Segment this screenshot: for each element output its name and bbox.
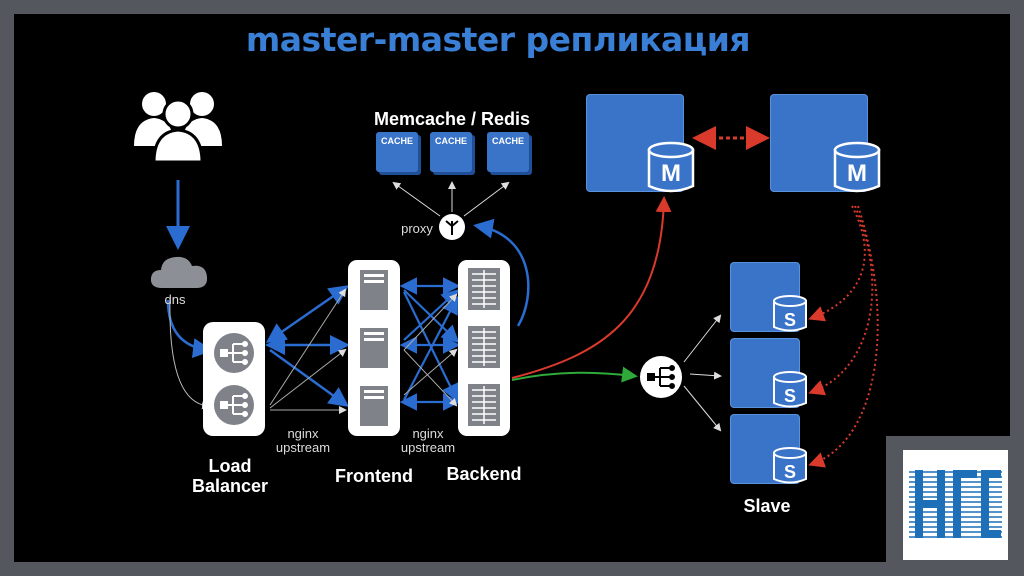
backend-to-slave-lb-arrow <box>511 366 638 383</box>
nginx-left-label-2: upstream <box>275 440 331 455</box>
load-balancer-icon <box>640 356 682 398</box>
proxy-icon <box>439 214 465 240</box>
load-balancer-label-2: Balancer <box>191 476 269 496</box>
frontend-label: Frontend <box>335 466 413 486</box>
database-icon <box>647 141 695 193</box>
cache-label-1: CACHE <box>380 136 413 146</box>
cache-box-1: CACHE <box>376 132 418 172</box>
server-icon <box>468 268 500 426</box>
users-icon <box>134 92 222 164</box>
master-2-badge: M <box>847 160 867 187</box>
backend-rack <box>458 260 510 436</box>
cloud-icon <box>150 256 208 288</box>
slave-1-badge: S <box>783 310 796 330</box>
database-icon <box>773 447 807 484</box>
backend-to-master-arrow <box>511 196 672 379</box>
ngs-logo-icon <box>909 470 1002 538</box>
cache-box-2: CACHE <box>430 132 472 172</box>
backend-label: Backend <box>446 464 522 484</box>
server-icon <box>360 270 388 426</box>
slide-title: master-master репликация <box>245 20 751 59</box>
frontend-rack <box>348 260 400 436</box>
dns-to-lb1-arrow <box>166 299 213 359</box>
proxy-label: proxy <box>401 221 433 236</box>
memcache-label: Memcache / Redis <box>373 109 531 129</box>
database-icon <box>773 295 807 332</box>
dns-label: dns <box>164 292 186 307</box>
load-balancer-label-1: Load <box>208 456 252 476</box>
cache-label-2: CACHE <box>434 136 467 146</box>
cache-box-3: CACHE <box>487 132 529 172</box>
database-icon <box>773 371 807 408</box>
database-icon <box>833 141 881 193</box>
nginx-left-label-1: nginx <box>287 426 319 441</box>
load-balancer <box>203 322 265 436</box>
slave-2-badge: S <box>783 386 796 406</box>
slave-3-badge: S <box>783 462 796 482</box>
slave-label: Slave <box>743 496 791 516</box>
dns-to-lb2-arrow <box>169 299 210 410</box>
backend-to-proxy-arrow <box>473 218 530 327</box>
master-1-badge: M <box>661 160 681 187</box>
load-balancer-icon <box>214 333 254 425</box>
cache-label-3: CACHE <box>491 136 524 146</box>
nginx-right-label-1: nginx <box>412 426 444 441</box>
nginx-right-label-2: upstream <box>400 440 456 455</box>
logo <box>903 450 1008 560</box>
